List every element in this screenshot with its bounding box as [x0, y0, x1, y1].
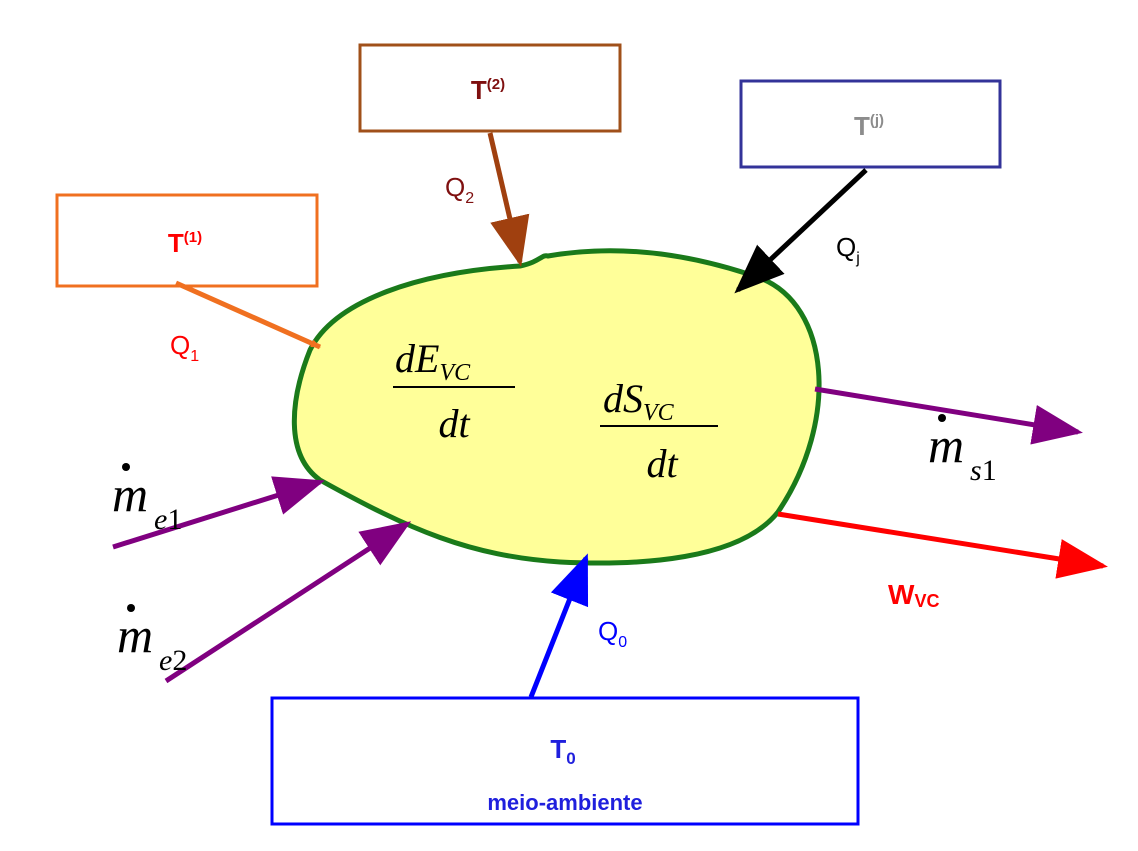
reservoir-tj-box: [739, 79, 1002, 169]
heat-label-q2: Q2: [445, 172, 474, 207]
heat-arrow-q1: [174, 280, 322, 350]
entropy-rate-denominator: dt: [646, 441, 678, 486]
reservoir-t2-label: T(2): [471, 75, 505, 105]
svg-text:m: m: [928, 417, 964, 473]
svg-text:e1: e1: [154, 503, 182, 536]
reservoir-t0-box: [270, 696, 860, 826]
reservoir-tj-label: T(j): [854, 111, 884, 141]
control-volume-boundary: [291, 248, 822, 566]
work-label: WVC: [888, 579, 939, 611]
heat-arrow-qj: [734, 168, 868, 294]
svg-text:e2: e2: [159, 644, 187, 677]
energy-rate-fraction: dEVC dt: [393, 336, 515, 446]
mass-flow-label-e1: m e1: [112, 463, 182, 536]
energy-rate-numerator: dEVC: [395, 336, 471, 386]
mass-arrow-e2: [164, 521, 412, 684]
svg-text:m: m: [112, 466, 148, 522]
work-arrow: [777, 511, 1108, 579]
reservoir-t0-caption: meio-ambiente: [487, 790, 642, 815]
heat-label-q0: Q0: [598, 616, 627, 651]
heat-arrow-q2: [487, 132, 530, 267]
mass-arrow-s1: [814, 386, 1083, 445]
svg-text:s1: s1: [970, 454, 997, 487]
energy-rate-denominator: dt: [438, 401, 470, 446]
heat-arrow-q0: [528, 553, 589, 698]
reservoir-t0-label: T0: [550, 734, 575, 768]
entropy-rate-numerator: dSVC: [603, 376, 675, 426]
svg-text:m: m: [117, 607, 153, 663]
reservoir-t1-box: [55, 193, 319, 288]
mass-flow-label-e2: m e2: [117, 604, 187, 677]
reservoir-t2-box: [358, 43, 622, 133]
heat-label-q1: Q1: [170, 330, 199, 365]
mass-flow-label-s1: m s1: [928, 414, 997, 487]
heat-label-qj: Qj: [836, 232, 860, 267]
mass-arrow-e1: [112, 476, 325, 550]
entropy-rate-fraction: dSVC dt: [600, 376, 718, 486]
reservoir-t1-label: T(1): [168, 228, 202, 258]
